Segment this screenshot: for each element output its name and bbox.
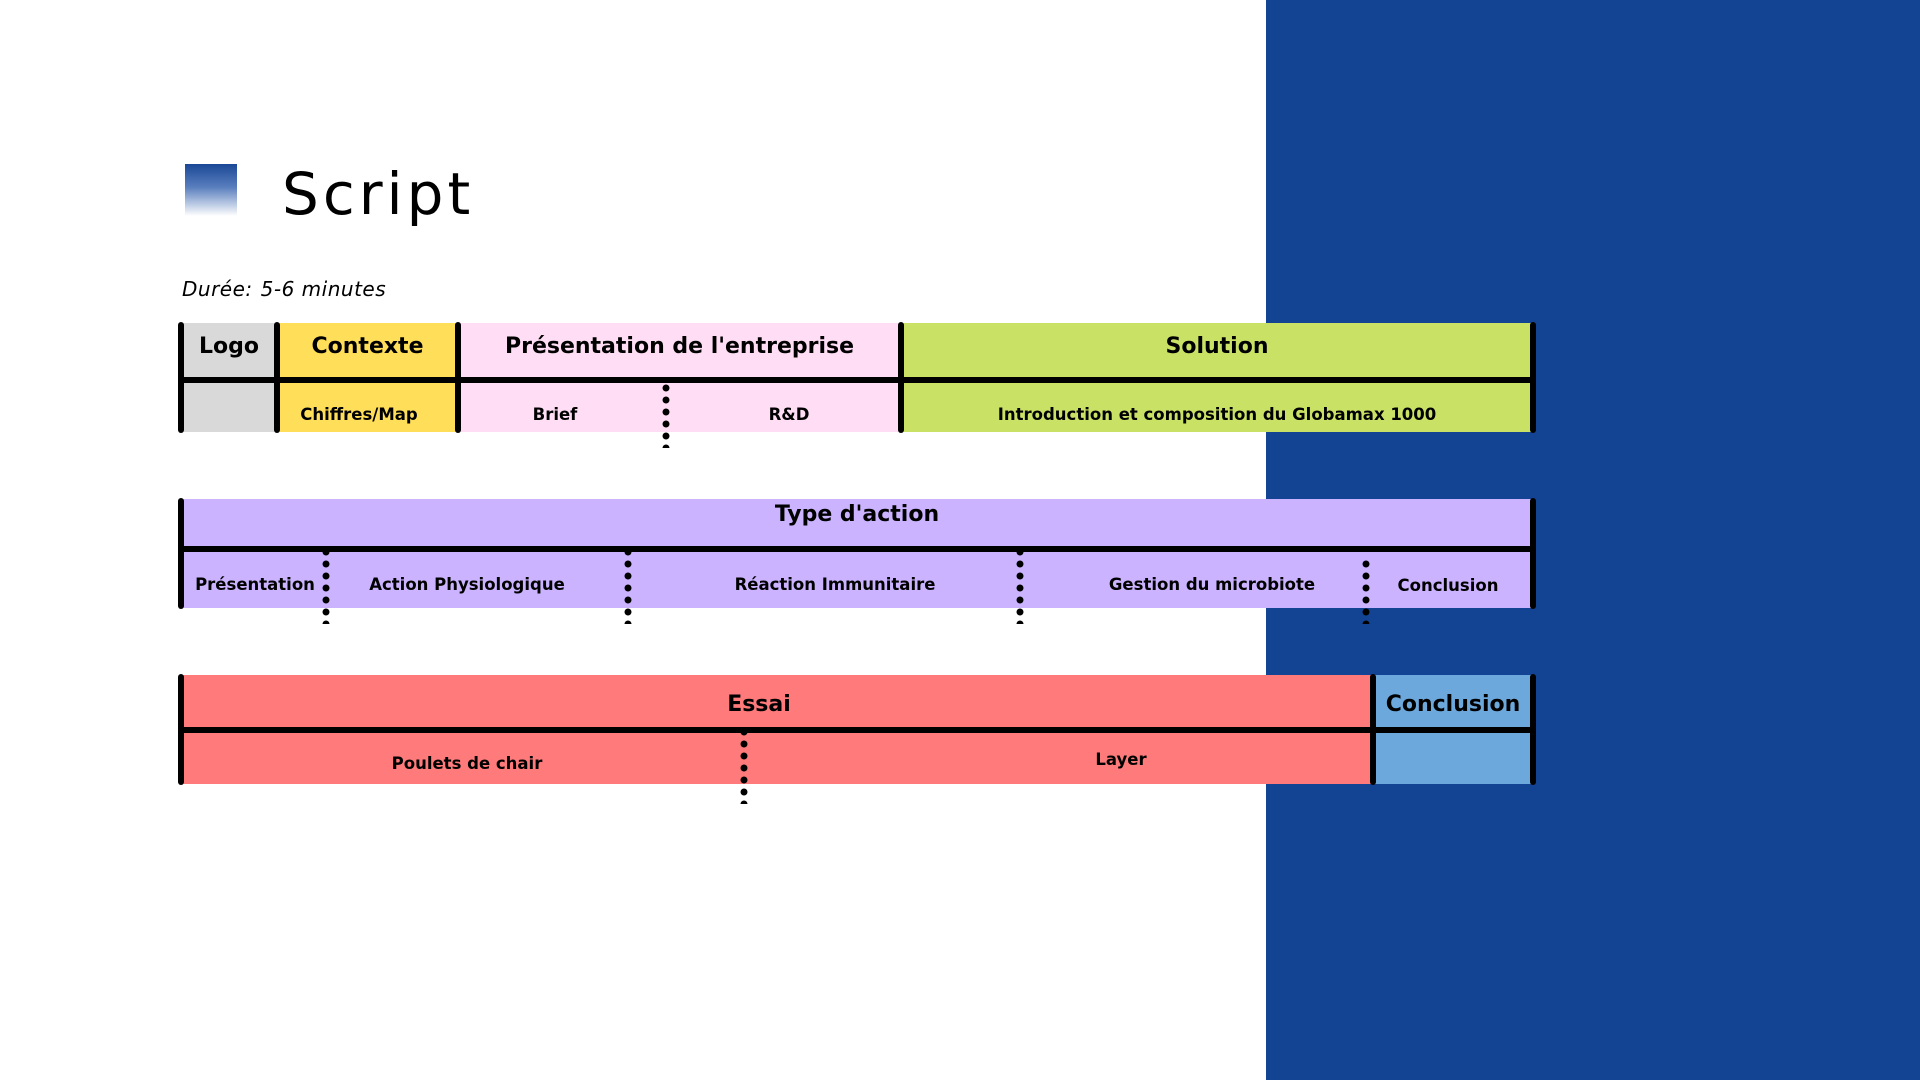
solution-sub-label: Introduction et composition du Globamax … bbox=[997, 404, 1437, 424]
action-sub-physiologique: Action Physiologique bbox=[369, 574, 565, 594]
row2-divider bbox=[178, 546, 1536, 552]
essai-sub-layer: Layer bbox=[1095, 749, 1147, 769]
row3-bar-left bbox=[178, 674, 184, 785]
logo-header: Logo bbox=[199, 333, 259, 359]
essai-sub-poulets: Poulets de chair bbox=[391, 753, 543, 773]
duration-label: Durée: bbox=[182, 277, 253, 301]
row2-bar-left bbox=[178, 498, 184, 609]
page-title: Script bbox=[282, 160, 475, 228]
action-sub-microbiote: Gestion du microbiote bbox=[1108, 574, 1316, 594]
row2-bar-right bbox=[1530, 498, 1536, 609]
contexte-sub-label: Chiffres/Map bbox=[300, 404, 418, 424]
row3-divider bbox=[178, 727, 1536, 733]
duration-line: Durée: 5-6 minutes bbox=[182, 274, 386, 304]
essai-header: Essai bbox=[727, 691, 791, 717]
row1-dotted-separator bbox=[662, 382, 670, 448]
conclusion-header: Conclusion bbox=[1385, 691, 1521, 717]
type-action-header: Type d'action bbox=[774, 501, 940, 527]
row2-dotted-separator-4 bbox=[1362, 558, 1370, 624]
row2-dotted-separator-3 bbox=[1016, 546, 1024, 624]
entreprise-header: Présentation de l'entreprise bbox=[504, 333, 855, 359]
type-action-section bbox=[181, 499, 1533, 608]
row2-dotted-separator-2 bbox=[624, 546, 632, 624]
duration-value: 5-6 minutes bbox=[260, 277, 387, 301]
entreprise-sub-brief: Brief bbox=[532, 404, 578, 424]
title-square-icon bbox=[185, 164, 237, 216]
contexte-header: Contexte bbox=[311, 333, 424, 359]
action-sub-immunitaire: Réaction Immunitaire bbox=[734, 574, 936, 594]
entreprise-sub-rd: R&D bbox=[768, 404, 810, 424]
solution-header: Solution bbox=[1165, 333, 1269, 359]
row3-bar-essai-conclusion bbox=[1370, 674, 1376, 785]
row3-dotted-separator bbox=[740, 726, 748, 804]
row1-bar-logo-contexte bbox=[274, 322, 280, 433]
row1-bar-entreprise-solution bbox=[898, 322, 904, 433]
row1-bar-contexte-entreprise bbox=[455, 322, 461, 433]
row1-bar-left bbox=[178, 322, 184, 433]
action-sub-presentation: Présentation bbox=[195, 574, 315, 594]
row1-bar-right bbox=[1530, 322, 1536, 433]
row1-divider bbox=[178, 377, 1536, 383]
row3-bar-right bbox=[1530, 674, 1536, 785]
row2-dotted-separator-1 bbox=[322, 546, 330, 624]
action-sub-conclusion: Conclusion bbox=[1397, 575, 1499, 595]
